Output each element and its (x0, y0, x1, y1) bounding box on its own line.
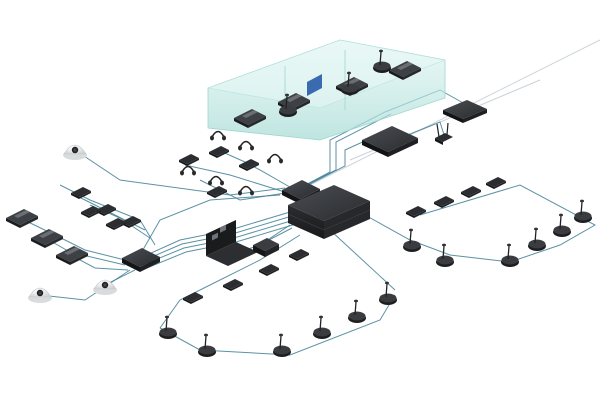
laptop (206, 220, 258, 266)
headset-icon (179, 165, 197, 177)
monitor-icon (307, 74, 322, 96)
router-top-right (443, 100, 487, 123)
delegate-microphone-icon (272, 332, 292, 358)
cable-headsets-1 (217, 149, 296, 191)
delegate-microphone-icon (527, 226, 547, 252)
wireless-access-point (435, 122, 453, 145)
media-server (362, 126, 418, 157)
voting-keypad-icon (289, 249, 309, 261)
voting-keypad-icon (406, 206, 426, 218)
cable-ring-left-bottom (159, 294, 396, 356)
cable-camera-top (74, 149, 286, 196)
cable-top-switch-server (309, 134, 379, 185)
receiver-icon (209, 146, 229, 158)
delegate-microphone-icon (312, 314, 332, 340)
headset-icon (237, 185, 255, 197)
dome-camera-icon (62, 144, 88, 161)
headset-icon (207, 175, 225, 187)
cable-headsets-2 (199, 179, 293, 201)
voting-keypad-icon (71, 187, 91, 199)
cable-ring-right (364, 214, 511, 263)
receiver-icon (207, 186, 227, 198)
delegate-microphone-icon (500, 242, 520, 268)
dome-camera-icon (92, 279, 118, 296)
cable-ap (399, 121, 446, 139)
speaker-box (253, 238, 279, 257)
delegate-microphone-icon (158, 314, 178, 340)
interpreter-room (206, 39, 447, 141)
voting-keypad-icon (461, 186, 481, 198)
cable-trunk-1 (139, 211, 291, 259)
dome-camera-icon (27, 287, 53, 304)
headset-icon (266, 153, 284, 165)
receiver-icon (179, 154, 199, 166)
headsets-group (179, 130, 284, 198)
voting-keypad-icon (81, 206, 101, 218)
delegate-microphone-icon (197, 332, 217, 358)
voting-keypad-icon (486, 177, 506, 189)
cable-ring-left-right (329, 229, 396, 291)
delegate-ring-left (158, 249, 398, 358)
interpreter-console-icon (6, 209, 38, 228)
headset-icon (237, 140, 255, 152)
central-control-unit (287, 185, 371, 239)
voting-keypad-icon (259, 264, 279, 276)
delegate-microphone-icon (573, 198, 593, 224)
cable-headsets-3 (184, 164, 289, 194)
voting-keypad-icon (223, 279, 243, 291)
cable-ring-right-top (419, 184, 597, 263)
cable-camera-left (39, 269, 131, 301)
delegate-microphone-icon (378, 280, 398, 306)
cable-booths-1 (19, 217, 126, 261)
delegate-microphone-icon (347, 298, 367, 324)
voting-units (71, 187, 141, 230)
delegate-ring-right (402, 177, 593, 268)
cable-top-switch-room-2 (303, 113, 392, 187)
voting-keypad-icon (183, 292, 203, 304)
delegate-microphone-icon (552, 212, 572, 238)
headset-icon (209, 130, 227, 142)
